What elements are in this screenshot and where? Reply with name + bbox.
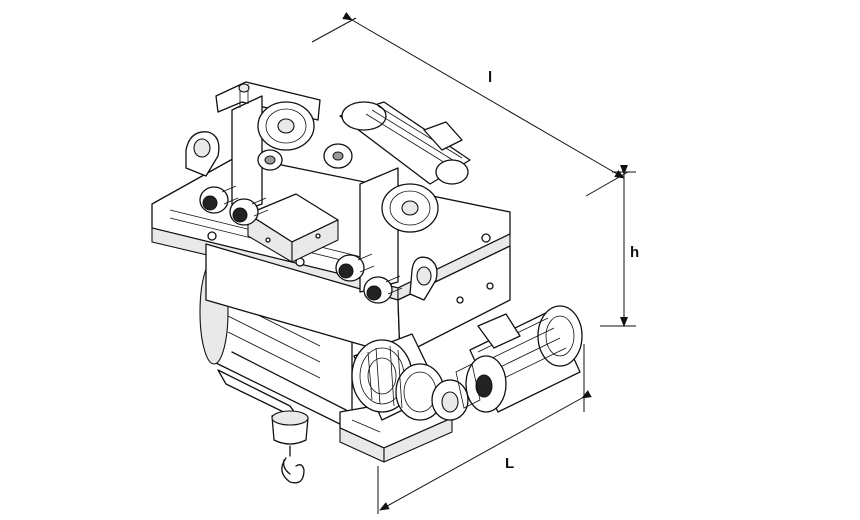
dimension-l-label: l <box>488 69 492 86</box>
lifting-lugs <box>185 131 438 301</box>
junction-box <box>247 193 339 263</box>
cable-glands <box>199 149 403 304</box>
hoist-machine <box>151 81 583 484</box>
dimension-L-label: L <box>505 455 514 472</box>
hoist-motor <box>455 305 583 413</box>
trolley-wheels <box>257 101 439 233</box>
dimension-h-label: h <box>630 244 639 261</box>
hook-block <box>271 410 309 484</box>
dimension-h <box>600 165 636 327</box>
dimension-L <box>377 344 592 514</box>
travel-motor <box>339 101 471 185</box>
trolley-frame <box>215 81 399 293</box>
gearbox <box>351 333 469 421</box>
